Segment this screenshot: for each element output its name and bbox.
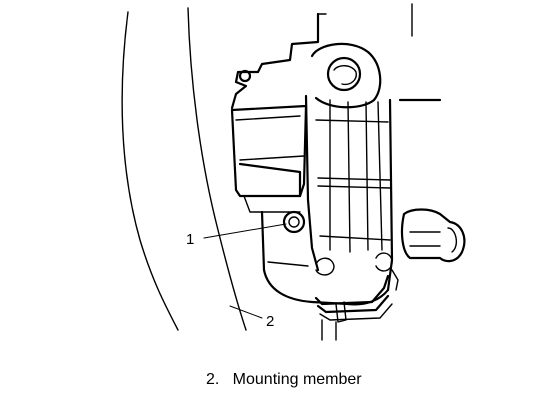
leader-lines — [203, 223, 287, 319]
component-body — [230, 3, 466, 341]
mounting-member-outline — [121, 7, 247, 331]
leader-line-1 — [203, 223, 287, 239]
callout-2-label: 2 — [266, 313, 274, 330]
leader-line-2 — [229, 305, 263, 319]
caption-text: 2. Mounting member — [206, 371, 362, 388]
callout-1-label: 1 — [186, 231, 194, 248]
